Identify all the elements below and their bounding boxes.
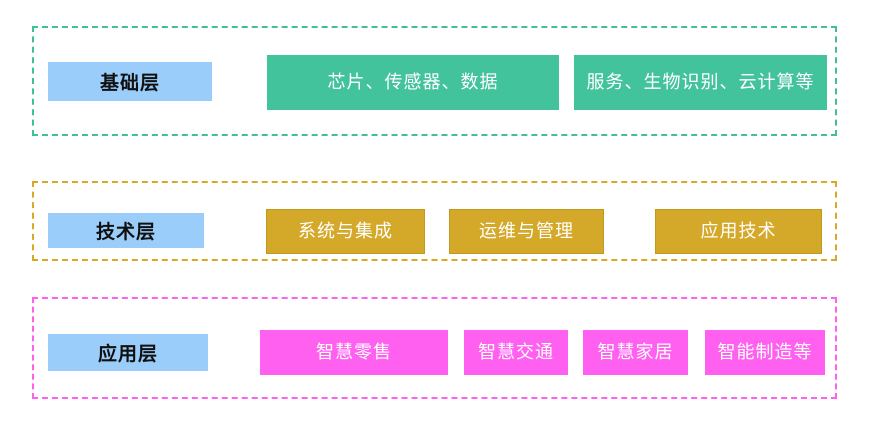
layer-label-application: 应用层 — [48, 334, 208, 371]
node-technology-1: 系统与集成 — [266, 209, 425, 254]
node-application-4: 智能制造等 — [705, 330, 825, 375]
layer-group-technology — [32, 181, 837, 261]
layer-label-technology: 技术层 — [48, 213, 204, 248]
node-application-2: 智慧交通 — [464, 330, 568, 375]
node-foundation-2: 服务、生物识别、云计算等 — [574, 55, 827, 110]
node-technology-3: 应用技术 — [655, 209, 822, 254]
layer-label-foundation: 基础层 — [48, 62, 212, 101]
node-application-3: 智慧家居 — [583, 330, 688, 375]
node-application-1: 智慧零售 — [260, 330, 448, 375]
node-technology-2: 运维与管理 — [449, 209, 604, 254]
layer-group-foundation — [32, 26, 837, 136]
layer-group-application — [32, 297, 837, 399]
node-foundation-1: 芯片、传感器、数据 — [267, 55, 559, 110]
